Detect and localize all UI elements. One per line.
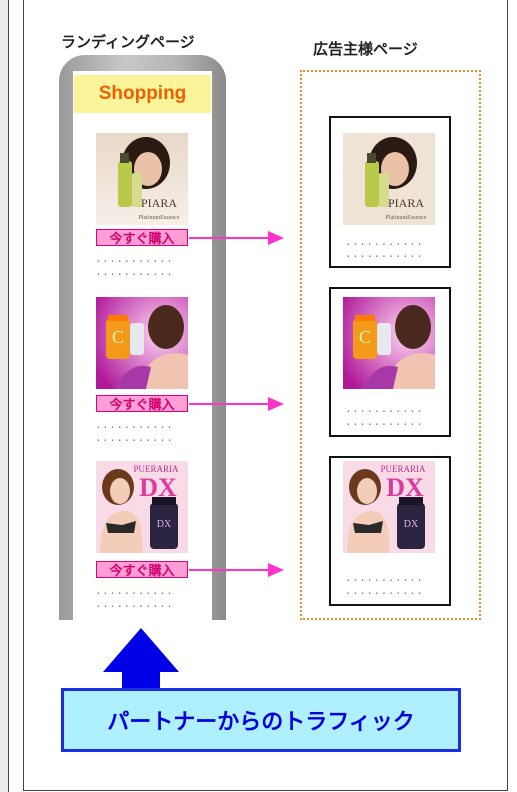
product-image-pueraria-dx[interactable]: PUERARIA DX DX	[96, 461, 188, 553]
product-brand-text-pueraria: PUERARIA	[133, 464, 179, 474]
buy-now-button-3[interactable]: 今すぐ購入	[96, 561, 188, 579]
shopping-header: Shopping	[74, 75, 211, 113]
ad-sub-text-piara: PlatinumEssence	[386, 215, 427, 221]
buy-now-button-1[interactable]: 今すぐ購入	[96, 229, 188, 247]
product-sub-text-piara: PlatinumEssence	[139, 215, 180, 221]
svg-text:DX: DX	[404, 519, 419, 530]
placeholder-dots: ...........	[95, 431, 174, 444]
product-brand-text-piara: PIARA	[141, 196, 177, 210]
placeholder-dots: ...........	[345, 415, 424, 428]
product-image-piara[interactable]: PIARA PlatinumEssence	[96, 133, 188, 225]
placeholder-dots: ...........	[345, 402, 424, 415]
placeholder-dots: ...........	[345, 247, 424, 260]
landing-page-heading: ランディングページ	[61, 33, 195, 51]
ad-brand-text-piara: PIARA	[388, 196, 424, 210]
placeholder-dots: ...........	[95, 418, 174, 431]
placeholder-dots: ...........	[345, 235, 424, 248]
placeholder-dots: ...........	[345, 584, 424, 597]
svg-text:DX: DX	[157, 519, 172, 530]
placeholder-dots: ...........	[95, 597, 174, 610]
advertiser-product-image-piara: PIARA PlatinumEssence	[343, 133, 435, 225]
svg-text:C: C	[112, 327, 124, 347]
ad-brand-text-pueraria: PUERARIA	[380, 464, 426, 474]
buy-now-button-2[interactable]: 今すぐ購入	[96, 395, 188, 413]
advertiser-page-heading: 広告主様ページ	[313, 40, 418, 58]
left-frame-strip	[0, 0, 9, 792]
product-image-bust-cream[interactable]: C	[96, 297, 188, 389]
placeholder-dots: ...........	[95, 265, 174, 278]
advertiser-product-image-bust-cream: C	[343, 297, 435, 389]
placeholder-dots: ...........	[95, 584, 174, 597]
advertiser-product-image-pueraria-dx: PUERARIA DX DX	[343, 461, 435, 553]
partner-traffic-label: パートナーからのトラフィック	[61, 688, 461, 752]
advertiser-page-box	[300, 70, 481, 620]
svg-text:C: C	[359, 327, 371, 347]
placeholder-dots: ...........	[95, 252, 174, 265]
placeholder-dots: ...........	[345, 571, 424, 584]
